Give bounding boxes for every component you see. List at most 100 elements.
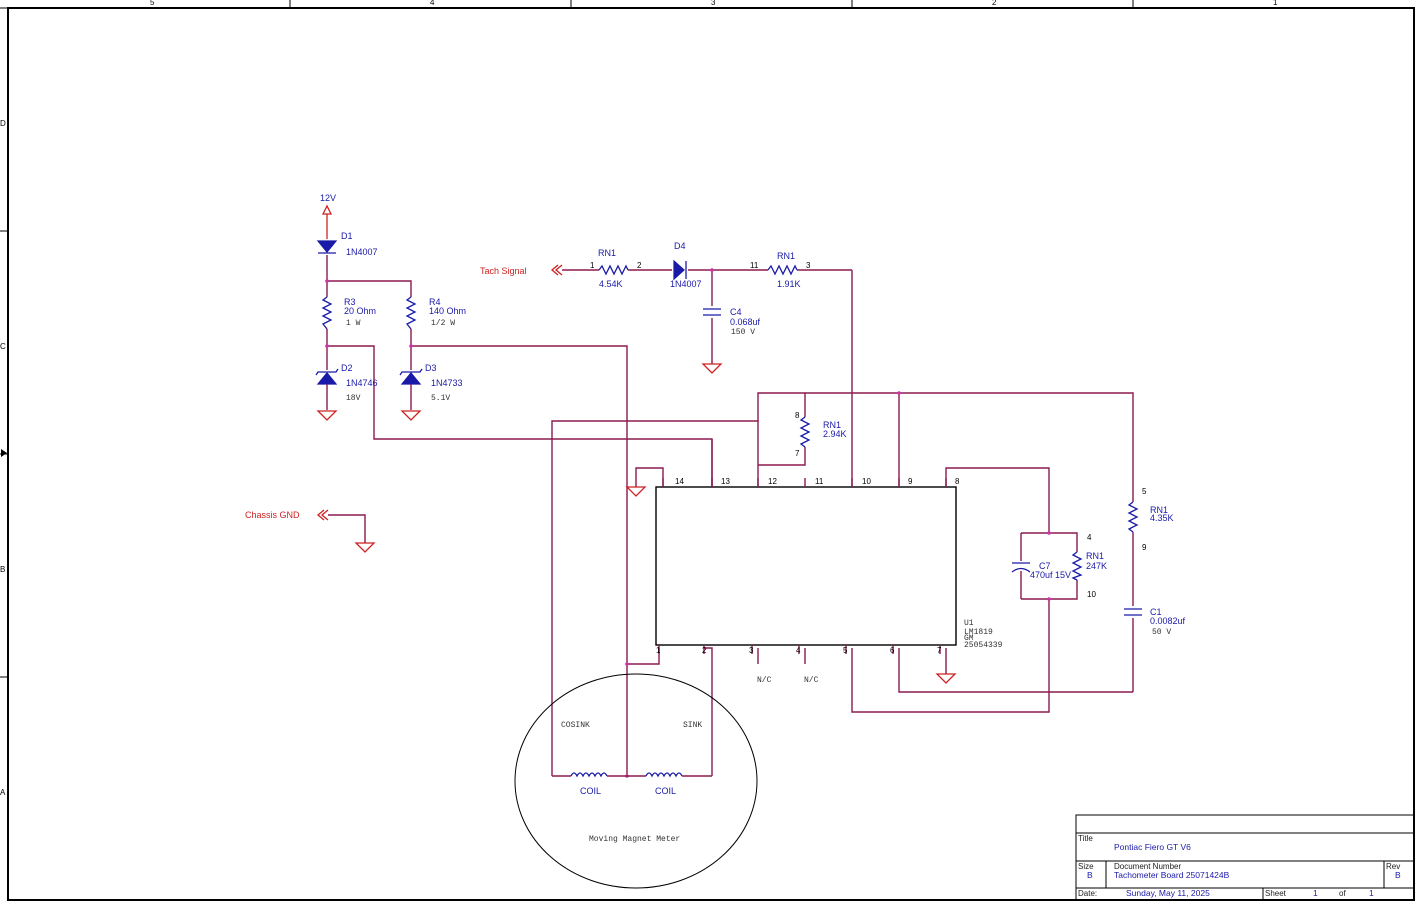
c4-value: 0.068uf bbox=[730, 317, 761, 327]
rn1-d-value: 4.35K bbox=[1150, 513, 1174, 523]
meter-cosink-label: COSINK bbox=[561, 721, 590, 730]
border-row-a: A bbox=[0, 788, 6, 797]
tach-signal-label: Tach Signal bbox=[480, 266, 527, 276]
capacitor-c7: C7 470uf 15V bbox=[1011, 561, 1071, 580]
coil-2-icon bbox=[645, 772, 683, 778]
zener-d3: D3 1N4733 5.1V bbox=[399, 363, 463, 410]
coil-1-icon bbox=[570, 772, 608, 778]
border-row-d: D bbox=[0, 119, 6, 128]
tb-rev: B bbox=[1395, 870, 1401, 880]
capacitor-c4: C4 0.068uf 150 V bbox=[703, 307, 761, 337]
rn1-c-value: 2.94K bbox=[823, 429, 847, 439]
rn1-c-pin7: 7 bbox=[795, 449, 800, 458]
tb-doc-label: Document Number bbox=[1114, 862, 1181, 871]
c7-ref: C7 bbox=[1039, 561, 1051, 571]
d2-rating: 18V bbox=[346, 394, 361, 403]
u1-pin3: 3 bbox=[749, 646, 754, 655]
rn1-a-pin2: 2 bbox=[637, 261, 642, 270]
tb-sheet-label: Sheet bbox=[1265, 889, 1287, 898]
wires bbox=[326, 255, 1134, 776]
diode-d4: D4 1N4007 bbox=[670, 241, 702, 289]
r3-rating: 1 W bbox=[346, 319, 361, 328]
tb-of: 1 bbox=[1369, 888, 1374, 898]
rn1-a-pin1: 1 bbox=[590, 261, 595, 270]
meter-coil1-label: COIL bbox=[580, 786, 601, 796]
rn1-b-ref: RN1 bbox=[777, 251, 795, 261]
resistor-rn1-247k: 4 10 RN1 247K bbox=[1071, 533, 1107, 599]
tb-size: B bbox=[1087, 870, 1093, 880]
rn1-e-pin4: 4 bbox=[1087, 533, 1092, 542]
rn1-e-ref: RN1 bbox=[1086, 551, 1104, 561]
u1-pin14: 14 bbox=[675, 477, 684, 486]
u1-pin10: 10 bbox=[862, 477, 871, 486]
border-col-4: 4 bbox=[430, 0, 435, 7]
r4-ref: R4 bbox=[429, 297, 441, 307]
u1-pin5: 5 bbox=[843, 646, 848, 655]
power-12v: 12V bbox=[320, 193, 336, 239]
tb-title-label: Title bbox=[1078, 834, 1093, 843]
c4-ref: C4 bbox=[730, 307, 742, 317]
rn1-b-value: 1.91K bbox=[777, 279, 801, 289]
tb-date: Sunday, May 11, 2025 bbox=[1126, 888, 1210, 898]
d1-ref: D1 bbox=[341, 231, 353, 241]
u1-pin8: 8 bbox=[955, 477, 960, 486]
moving-magnet-meter: COSINK SINK COIL COIL Moving Magnet Mete… bbox=[514, 673, 758, 889]
ground-chassis-icon bbox=[354, 542, 376, 553]
u1-bottom-pins: 1 2 3 4 5 6 7 bbox=[656, 645, 942, 655]
d4-ref: D4 bbox=[674, 241, 686, 251]
diode-d1: D1 1N4007 bbox=[316, 231, 378, 257]
port-tach-signal: Tach Signal bbox=[480, 264, 563, 276]
resistor-r3: R3 20 Ohm 1 W bbox=[321, 296, 376, 330]
u1-pin4: 4 bbox=[796, 646, 801, 655]
u1-pin13: 13 bbox=[721, 477, 730, 486]
tb-date-label: Date: bbox=[1078, 889, 1097, 898]
u1-pin7: 7 bbox=[937, 646, 942, 655]
u1-pin4-nc: N/C bbox=[804, 676, 819, 685]
border-col-1: 1 bbox=[1273, 0, 1278, 7]
capacitor-c1: C1 0.0082uf 50 V bbox=[1124, 607, 1186, 637]
meter-sink-label: SINK bbox=[683, 721, 702, 730]
ground-d3-icon bbox=[400, 410, 422, 421]
c1-rating: 50 V bbox=[1152, 628, 1171, 637]
meter-title: Moving Magnet Meter bbox=[589, 835, 680, 844]
border-col-5: 5 bbox=[150, 0, 155, 7]
tb-rev-label: Rev bbox=[1386, 862, 1400, 871]
tb-size-label: Size bbox=[1078, 862, 1094, 871]
ground-d2-icon bbox=[316, 410, 338, 421]
meter-coil2-label: COIL bbox=[655, 786, 676, 796]
resistor-rn1-435k: 5 9 RN1 4.35K bbox=[1127, 487, 1174, 552]
u1-pin12: 12 bbox=[768, 477, 777, 486]
c7-value: 470uf 15V bbox=[1030, 570, 1071, 580]
junctions bbox=[325, 268, 1051, 778]
border-row-b: B bbox=[0, 565, 5, 574]
ground-pin7-icon bbox=[935, 673, 957, 684]
u1-pin3-nc: N/C bbox=[757, 676, 772, 685]
rn1-a-value: 4.54K bbox=[599, 279, 623, 289]
d3-value: 1N4733 bbox=[431, 378, 463, 388]
u1-top-pins: 14 13 12 11 10 9 8 bbox=[662, 477, 960, 487]
resistor-rn1-191k: RN1 11 3 1.91K bbox=[750, 251, 811, 289]
u1-line2: GM bbox=[964, 634, 974, 643]
ground-pin14-icon bbox=[625, 486, 647, 497]
u1-ref: U1 bbox=[964, 619, 974, 628]
rn1-b-pin3: 3 bbox=[806, 261, 811, 270]
resistor-r4: R4 140 Ohm 1/2 W bbox=[405, 296, 466, 330]
ic-u1: 14 13 12 11 10 9 8 1 2 3 4 5 6 7 N/C N/C… bbox=[655, 477, 1003, 685]
rn1-e-pin10: 10 bbox=[1087, 590, 1096, 599]
title-block: Title Pontiac Fiero GT V6 Size B Documen… bbox=[1075, 814, 1415, 901]
d2-value: 1N4746 bbox=[346, 378, 378, 388]
chassis-gnd-label: Chassis GND bbox=[245, 510, 300, 520]
u1-line3: 25054339 bbox=[964, 641, 1003, 650]
d3-rating: 5.1V bbox=[431, 394, 450, 403]
rn1-a-ref: RN1 bbox=[598, 248, 616, 258]
u1-pin1: 1 bbox=[656, 646, 661, 655]
tb-title: Pontiac Fiero GT V6 bbox=[1114, 842, 1191, 852]
border-col-3: 3 bbox=[711, 0, 716, 7]
c4-rating: 150 V bbox=[731, 328, 755, 337]
ground-c4-icon bbox=[701, 363, 723, 374]
d4-value: 1N4007 bbox=[670, 279, 702, 289]
u1-pin2: 2 bbox=[702, 646, 707, 655]
resistor-rn1-454k: RN1 1 2 4.54K bbox=[590, 248, 642, 289]
